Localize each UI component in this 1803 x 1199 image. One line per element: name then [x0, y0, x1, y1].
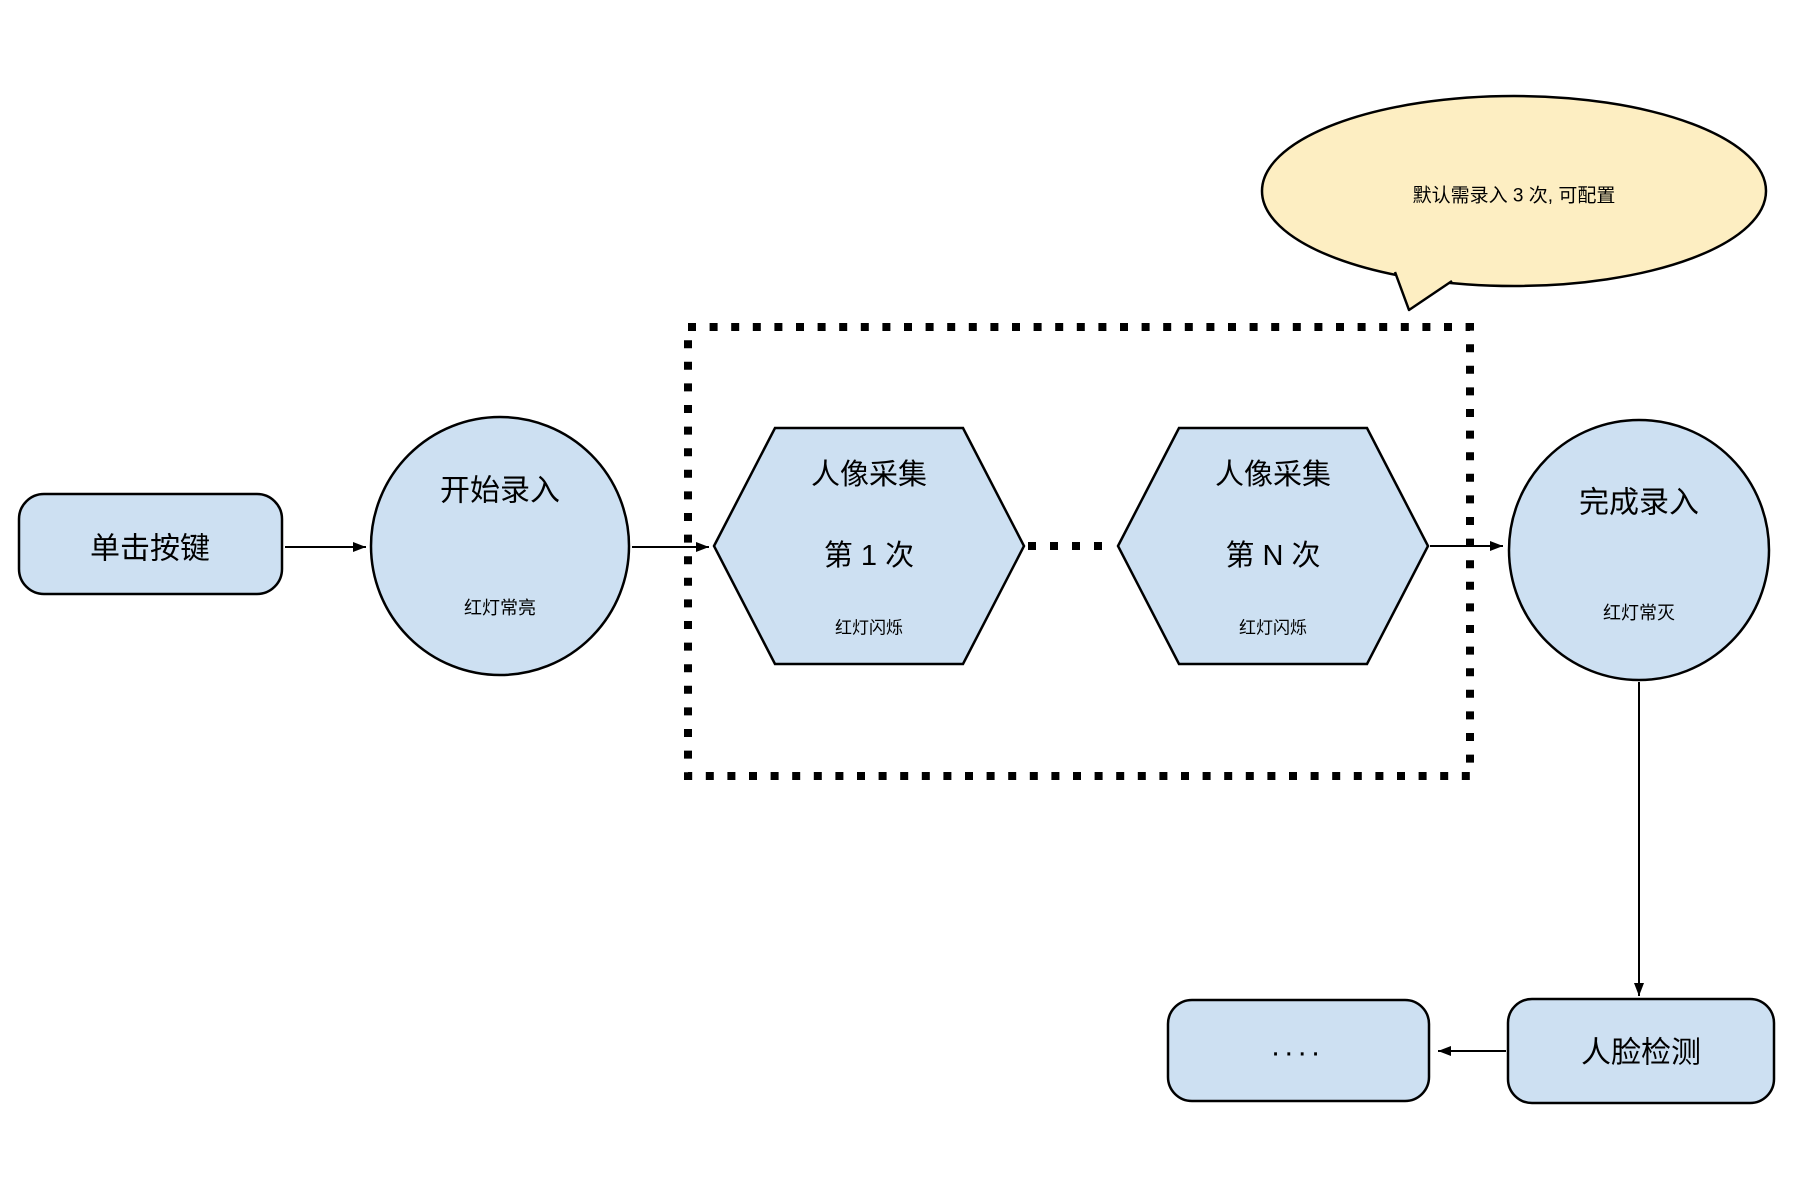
start-record-label: 开始录入: [440, 475, 560, 508]
finish-record-label: 完成录入: [1579, 487, 1699, 520]
finish-record-circle: [1507, 418, 1771, 682]
callout-ellipse: [1260, 94, 1768, 288]
capture-first-title: 人像采集: [811, 458, 927, 491]
finish-record-sublabel: 红灯常灭: [1603, 603, 1675, 623]
loop-boundary-dotted-frame: [684, 323, 1474, 780]
node-next-steps: ....: [1166, 998, 1431, 1103]
capture-nth-title: 人像采集: [1215, 458, 1331, 491]
callout-tail-outline: [1393, 271, 1453, 312]
click-button-shape: [17, 492, 284, 596]
start-record-circle: [369, 415, 631, 677]
callout-text: 默认需录入 3 次, 可配置: [1413, 185, 1616, 207]
node-start-record: 开始录入 红灯常亮: [369, 415, 631, 677]
face-detect-shape: [1506, 997, 1776, 1105]
capture-first-subtitle: 第 1 次: [824, 539, 914, 572]
start-record-sublabel: 红灯常亮: [464, 598, 536, 618]
capture-first-status: 红灯闪烁: [835, 619, 903, 638]
callout-bubble: 默认需录入 3 次, 可配置: [1260, 94, 1768, 312]
node-face-detect: 人脸检测: [1506, 997, 1776, 1105]
capture-nth-subtitle: 第 N 次: [1225, 539, 1320, 572]
callout-tail-fill: [1395, 272, 1452, 310]
node-finish-record: 完成录入 红灯常灭: [1507, 418, 1771, 682]
capture-nth-status: 红灯闪烁: [1239, 619, 1307, 638]
face-detect-label: 人脸检测: [1581, 1037, 1701, 1070]
next-steps-shape: [1166, 998, 1431, 1103]
node-click-button: 单击按键: [17, 492, 284, 596]
next-steps-label: ....: [1271, 1030, 1324, 1063]
click-button-label: 单击按键: [90, 533, 210, 566]
capture-nth-hexagon: [1116, 426, 1430, 666]
node-capture-first: 人像采集 第 1 次 红灯闪烁: [712, 426, 1026, 666]
capture-first-hexagon: [712, 426, 1026, 666]
node-capture-nth: 人像采集 第 N 次 红灯闪烁: [1116, 426, 1430, 666]
